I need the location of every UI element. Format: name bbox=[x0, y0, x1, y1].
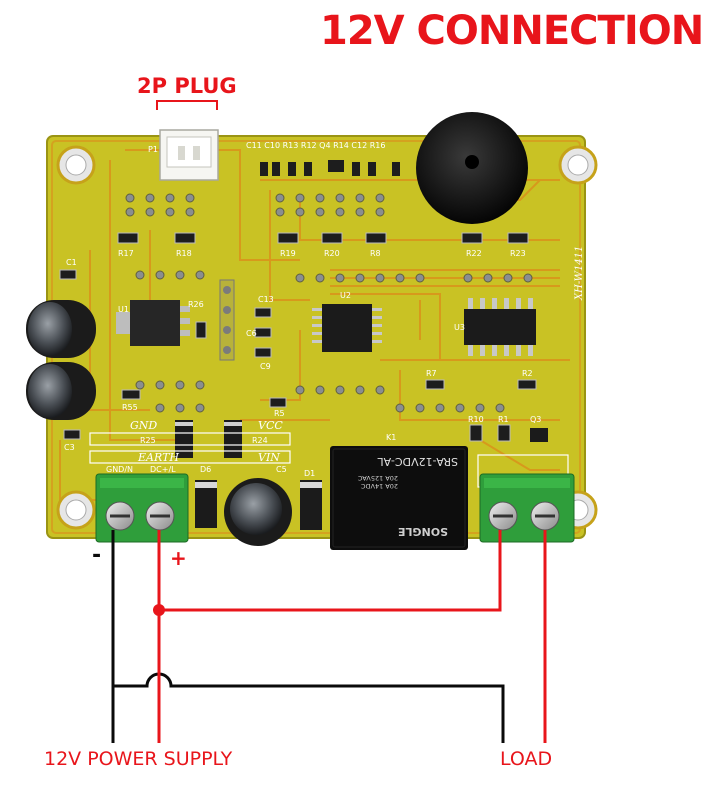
silk-p1: P1 bbox=[148, 145, 158, 154]
plus-sign: + bbox=[170, 546, 187, 570]
silk-c13: C13 bbox=[258, 295, 274, 304]
relay-brand-text: SONGLE bbox=[398, 525, 448, 538]
silk-r10: R10 bbox=[468, 415, 484, 424]
pcb-traces bbox=[59, 149, 570, 501]
silk-c3: C3 bbox=[64, 443, 75, 452]
plug-bracket bbox=[156, 100, 218, 110]
silk-r8: R8 bbox=[370, 249, 381, 258]
silk-c6: C6 bbox=[246, 329, 257, 338]
silk-r17: R17 bbox=[118, 249, 134, 258]
silk-version: V1 bbox=[588, 212, 599, 226]
silkscreen-text: C11 C10 R13 R12 Q4 R14 C12 R16 P1 C1 R17… bbox=[64, 141, 601, 478]
silk-vcc: VCC bbox=[258, 419, 283, 432]
buzzer bbox=[416, 112, 528, 224]
silk-r26: R26 bbox=[188, 300, 204, 309]
silk-u1: U1 bbox=[118, 305, 129, 314]
silk-d1: D1 bbox=[304, 469, 315, 478]
silk-earth: EARTH bbox=[137, 451, 179, 464]
silk-k1: K1 bbox=[386, 433, 396, 442]
transistor-q3 bbox=[530, 428, 548, 442]
smd-resistors bbox=[59, 160, 537, 442]
silk-d6: D6 bbox=[200, 465, 211, 474]
silk-top-refs: C11 C10 R13 R12 Q4 R14 C12 R16 bbox=[246, 141, 385, 150]
plug-label: 2P PLUG bbox=[137, 74, 237, 98]
capacitor-left-upper bbox=[26, 300, 96, 358]
terminal-block-power bbox=[95, 473, 189, 543]
silk-r55: R55 bbox=[122, 403, 138, 412]
ic-u1-regulator bbox=[116, 300, 190, 346]
smd-black-r24 bbox=[224, 420, 242, 458]
relay-rating-2: 20A 125VAC bbox=[357, 474, 398, 482]
pad-rows bbox=[125, 193, 533, 413]
wire-junction bbox=[153, 604, 165, 616]
silk-vin: VIN bbox=[258, 451, 280, 464]
power-supply-label: 12V POWER SUPPLY bbox=[44, 748, 233, 770]
silk-r2: R2 bbox=[522, 369, 533, 378]
smd-black-r25 bbox=[175, 420, 193, 458]
silk-part-number: XH-W1411 bbox=[574, 246, 585, 301]
ic-u2 bbox=[312, 304, 382, 352]
capacitor-left-lower bbox=[26, 362, 96, 420]
silk-c9: C9 bbox=[260, 362, 271, 371]
diode-d6 bbox=[195, 480, 217, 528]
silk-c5: C5 bbox=[276, 465, 287, 474]
relay-rating-1: 20A 14VDC bbox=[360, 482, 398, 490]
relay bbox=[330, 446, 468, 550]
load-label: LOAD bbox=[500, 748, 553, 770]
silk-boxes bbox=[89, 432, 569, 488]
wire-red bbox=[157, 530, 547, 743]
mounting-holes bbox=[56, 145, 598, 530]
silk-r1: R1 bbox=[498, 415, 509, 424]
capacitor-c5 bbox=[224, 478, 292, 546]
silk-r18: R18 bbox=[176, 249, 192, 258]
silk-dc: DC+/L bbox=[150, 465, 176, 474]
silk-r25: R25 bbox=[140, 436, 156, 445]
ic-u3 bbox=[464, 298, 536, 356]
silk-gnd: GND bbox=[130, 419, 157, 432]
silk-r20: R20 bbox=[324, 249, 340, 258]
silk-website: https://xhdzc.taobao.com bbox=[590, 283, 601, 410]
diode-d1 bbox=[300, 480, 322, 530]
silk-r5: R5 bbox=[274, 409, 285, 418]
silk-r7: R7 bbox=[426, 369, 437, 378]
silk-r24: R24 bbox=[252, 436, 268, 445]
minus-sign: - bbox=[92, 543, 102, 568]
silk-r23: R23 bbox=[510, 249, 526, 258]
silk-gnd-n: GND/N bbox=[106, 465, 133, 474]
silk-c1: C1 bbox=[66, 258, 77, 267]
header-pins bbox=[219, 279, 235, 361]
silk-u2: U2 bbox=[340, 291, 351, 300]
two-pin-plug bbox=[159, 129, 219, 181]
silk-q3: Q3 bbox=[530, 415, 541, 424]
diagram-title: 12V CONNECTION bbox=[320, 8, 704, 54]
terminal-block-load bbox=[479, 473, 575, 543]
relay-markings: SRA-12VDC-AL 20A 14VDC 20A 125VAC SONGLE bbox=[357, 455, 458, 538]
silk-r19: R19 bbox=[280, 249, 296, 258]
silk-u3: U3 bbox=[454, 323, 465, 332]
relay-model-text: SRA-12VDC-AL bbox=[377, 455, 458, 468]
silk-r22: R22 bbox=[466, 249, 482, 258]
